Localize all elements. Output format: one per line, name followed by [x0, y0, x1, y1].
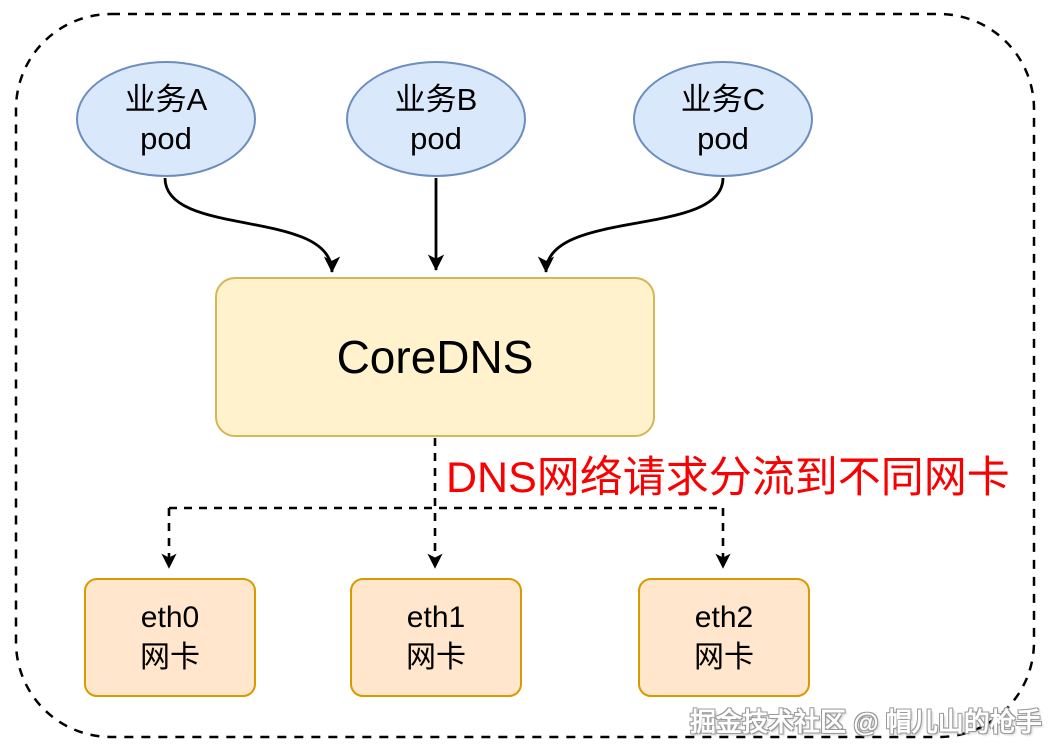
node-pod-c: 业务C pod — [633, 61, 813, 177]
pod-b-name: 业务B — [394, 82, 478, 117]
eth1-type: 网卡 — [406, 640, 466, 674]
node-eth2: eth2 网卡 — [638, 578, 810, 697]
pod-a-name: 业务A — [124, 82, 208, 117]
outer-dashed-boundary — [14, 12, 1036, 739]
eth2-type: 网卡 — [694, 640, 754, 674]
eth0-type: 网卡 — [140, 640, 200, 674]
eth2-name: eth2 — [694, 600, 754, 634]
node-pod-b: 业务B pod — [346, 61, 526, 177]
watermark-text: 掘金技术社区 @ 帽儿山的枪手 — [690, 707, 1042, 737]
node-eth1: eth1 网卡 — [350, 578, 522, 697]
pod-a-type: pod — [140, 121, 192, 156]
pod-b-type: pod — [410, 121, 462, 156]
node-coredns: CoreDNS — [215, 277, 655, 437]
pod-c-name: 业务C — [680, 82, 766, 117]
pod-c-type: pod — [697, 121, 749, 156]
eth1-name: eth1 — [406, 600, 466, 634]
annotation-dns-split: DNS网络请求分流到不同网卡 — [446, 454, 1010, 502]
arrow-pod-a-to-coredns — [163, 177, 341, 273]
coredns-label: CoreDNS — [336, 331, 534, 383]
node-pod-a: 业务A pod — [76, 61, 256, 177]
arrow-pod-c-to-coredns — [537, 177, 725, 273]
eth0-name: eth0 — [140, 600, 200, 634]
node-eth0: eth0 网卡 — [84, 578, 256, 697]
